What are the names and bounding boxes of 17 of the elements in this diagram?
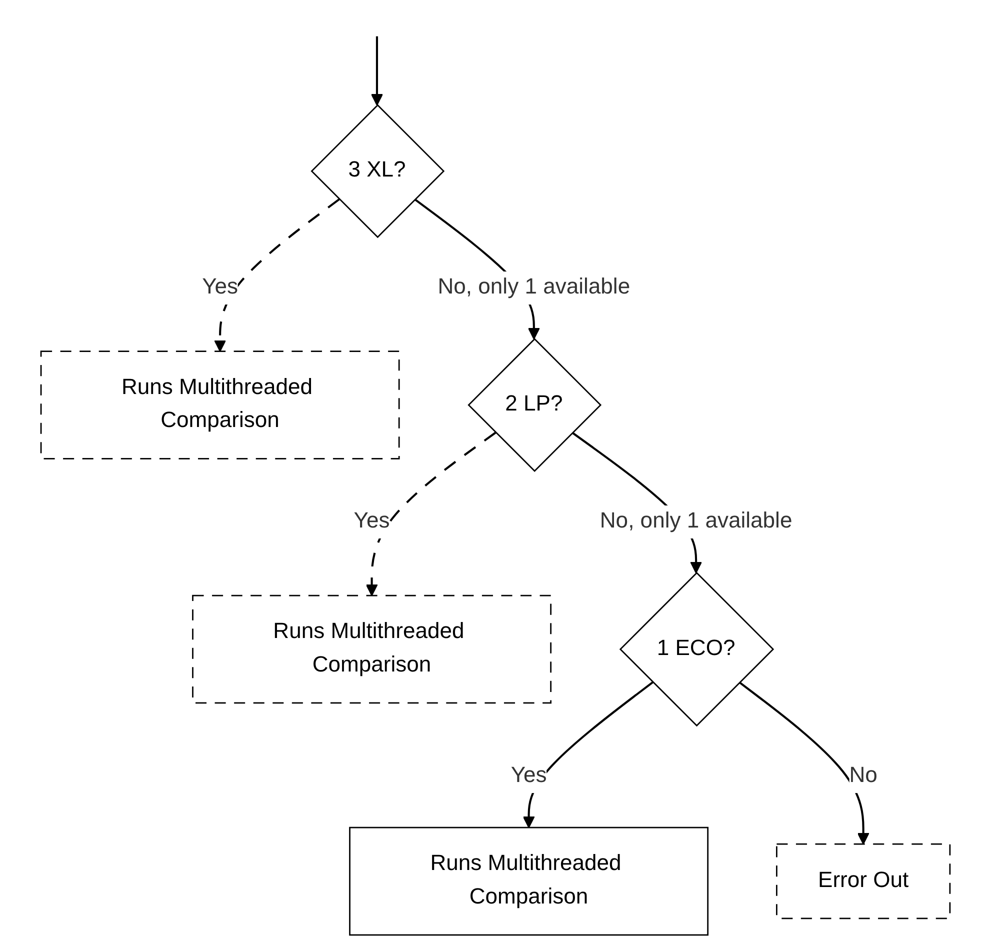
edge-label: Yes	[510, 764, 546, 788]
decision-diamond: 1 ECO?	[618, 571, 774, 726]
edge-label: No	[848, 764, 877, 788]
arrow	[370, 36, 383, 106]
edge-label: No, only 1 available	[437, 275, 630, 299]
process-box: Error Out	[776, 842, 950, 919]
edge-label: No, only 1 available	[599, 509, 792, 532]
process-box: Runs Multithreaded Comparison	[348, 826, 708, 936]
arrow	[738, 680, 869, 844]
edge-label: Yes	[202, 275, 238, 299]
decision-diamond: 3 XL?	[310, 104, 444, 238]
arrow	[214, 198, 340, 352]
arrow	[365, 431, 496, 596]
process-box: Runs Multithreaded Comparison	[192, 594, 552, 704]
decision-diamond: 2 LP?	[467, 338, 602, 472]
process-box: Runs Multithreaded Comparison	[40, 350, 400, 459]
edge-label: Yes	[353, 509, 390, 532]
